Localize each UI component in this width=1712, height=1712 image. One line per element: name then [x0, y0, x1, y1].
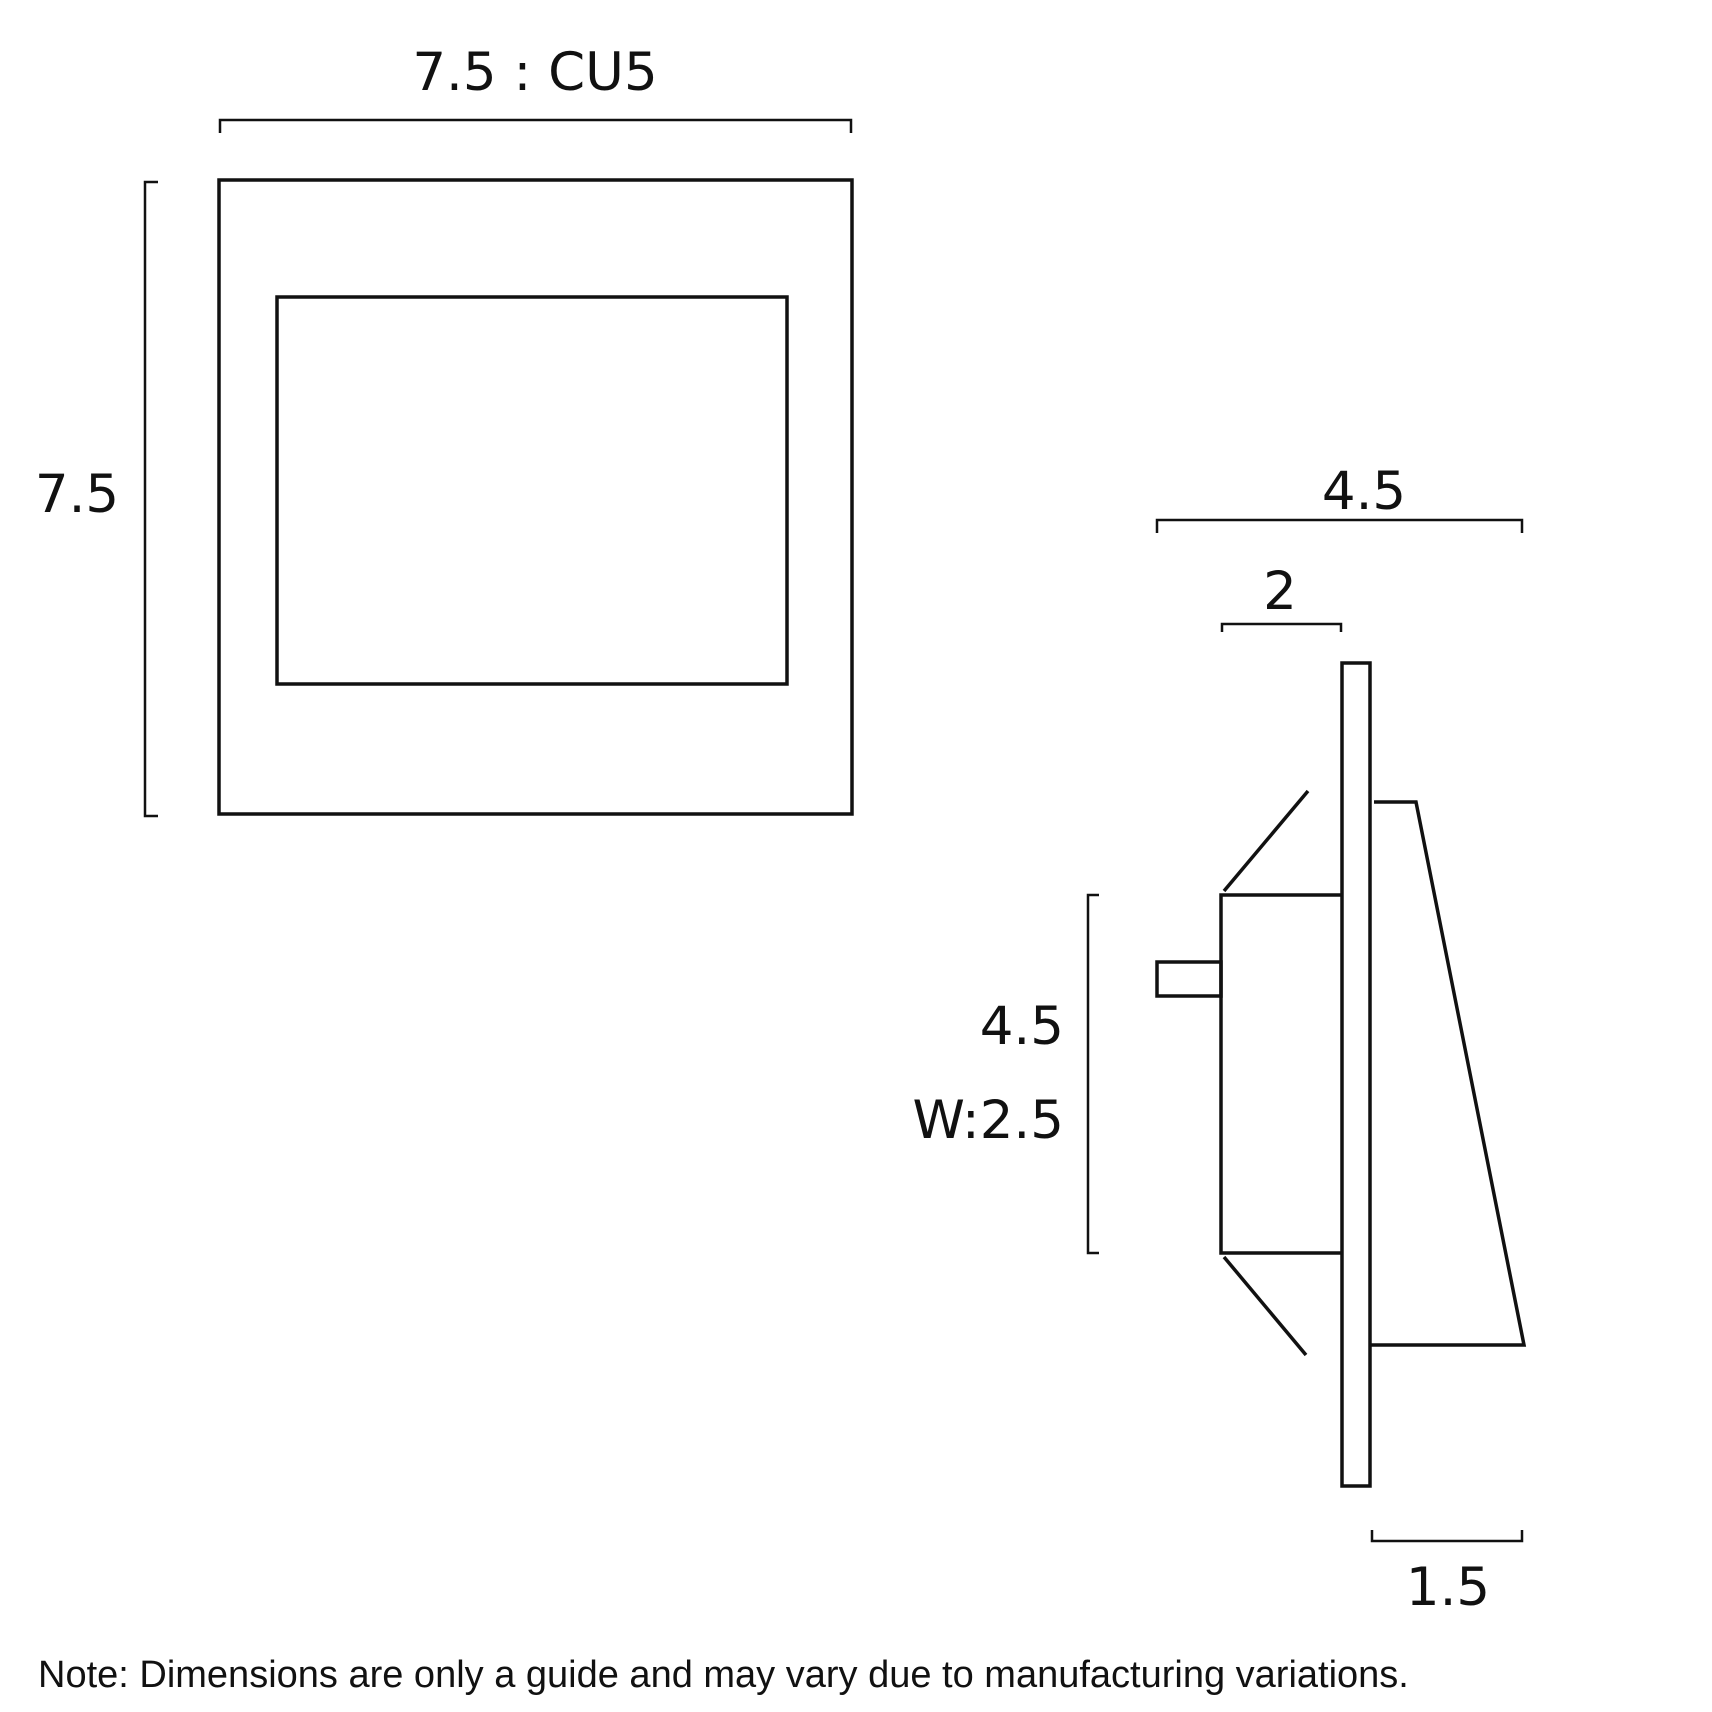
box-depth-dimension-line — [1220, 622, 1343, 632]
angled-front-face — [1370, 800, 1527, 1347]
mounting-plate — [1340, 661, 1372, 1488]
overall-depth-label: 4.5 — [1322, 461, 1406, 522]
front-width-dimension-line — [218, 118, 853, 133]
face-depth-label: 1.5 — [1406, 1557, 1490, 1618]
front-height-label: 7.5 — [35, 464, 119, 525]
overall-depth-dimension-line — [1155, 518, 1524, 533]
front-outer-frame — [217, 178, 854, 816]
front-width-label: 7.5 : CU5 — [412, 42, 657, 103]
box-height-dimension-line — [1086, 893, 1099, 1255]
disclaimer-note: Note: Dimensions are only a guide and ma… — [38, 1654, 1409, 1696]
top-spring-clip — [1222, 789, 1310, 893]
recessed-box — [1219, 893, 1342, 1255]
box-depth-label: 2 — [1263, 561, 1297, 622]
face-depth-dimension-line — [1370, 1530, 1524, 1543]
front-height-dimension-line — [143, 180, 158, 818]
cable-connector — [1155, 960, 1223, 998]
front-view: 7.5 : CU5 7.5 — [35, 42, 854, 818]
bottom-spring-clip — [1222, 1255, 1308, 1357]
front-inner-window — [275, 295, 789, 686]
box-height-label: 4.5 — [980, 996, 1064, 1057]
box-width-label: W:2.5 — [913, 1090, 1064, 1151]
side-view: 4.5 2 4.5 W:2.5 1.5 — [913, 461, 1527, 1618]
